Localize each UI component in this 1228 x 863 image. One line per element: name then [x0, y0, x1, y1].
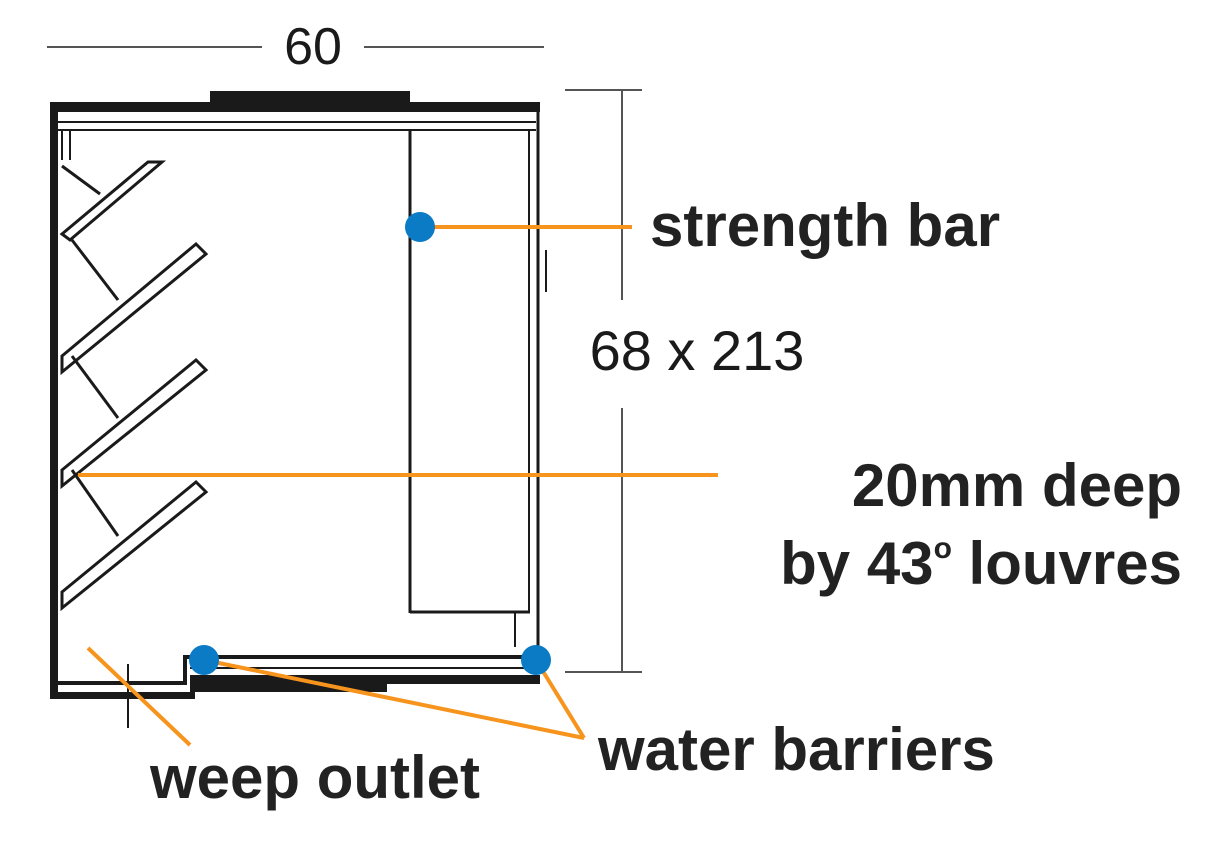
leader-lines — [78, 225, 718, 747]
louvre-blade — [60, 479, 209, 612]
louvre-brace — [70, 239, 120, 301]
height-dimension: 68 x 213 — [565, 89, 805, 673]
width-label: 60 — [284, 18, 342, 76]
callout-labels: strength bar 20mm deep by 43o louvres we… — [149, 192, 1182, 811]
louvre-angle: by 43 — [780, 530, 933, 597]
louvre-blade — [60, 357, 209, 490]
water-barriers-label: water barriers — [597, 716, 995, 783]
louvre-label-line2: by 43o louvres — [780, 530, 1182, 597]
louvre-word: louvres — [952, 530, 1182, 597]
water-barrier-marker — [521, 645, 551, 675]
water-barrier-leader-left — [203, 658, 585, 740]
height-label: 68 x 213 — [590, 319, 805, 382]
strength-bar-marker — [405, 212, 435, 242]
markers — [189, 212, 551, 675]
degree-mark: o — [934, 532, 952, 565]
strength-bar-label: strength bar — [650, 192, 1000, 259]
louvre-blade — [59, 160, 167, 242]
louvre-brace — [61, 164, 101, 196]
louvre-blades — [59, 160, 209, 612]
profile-body — [50, 91, 547, 728]
water-barrier-marker — [189, 645, 219, 675]
width-dimension: 60 — [47, 18, 544, 76]
weep-outlet-label: weep outlet — [149, 744, 480, 811]
water-barrier-leader-right — [534, 658, 586, 740]
louvre-blade — [60, 241, 209, 376]
weep-outlet-leader — [86, 646, 192, 747]
louvre-label-line1: 20mm deep — [852, 452, 1182, 519]
louvre-brace — [70, 469, 120, 537]
louvre-brace — [70, 355, 120, 419]
